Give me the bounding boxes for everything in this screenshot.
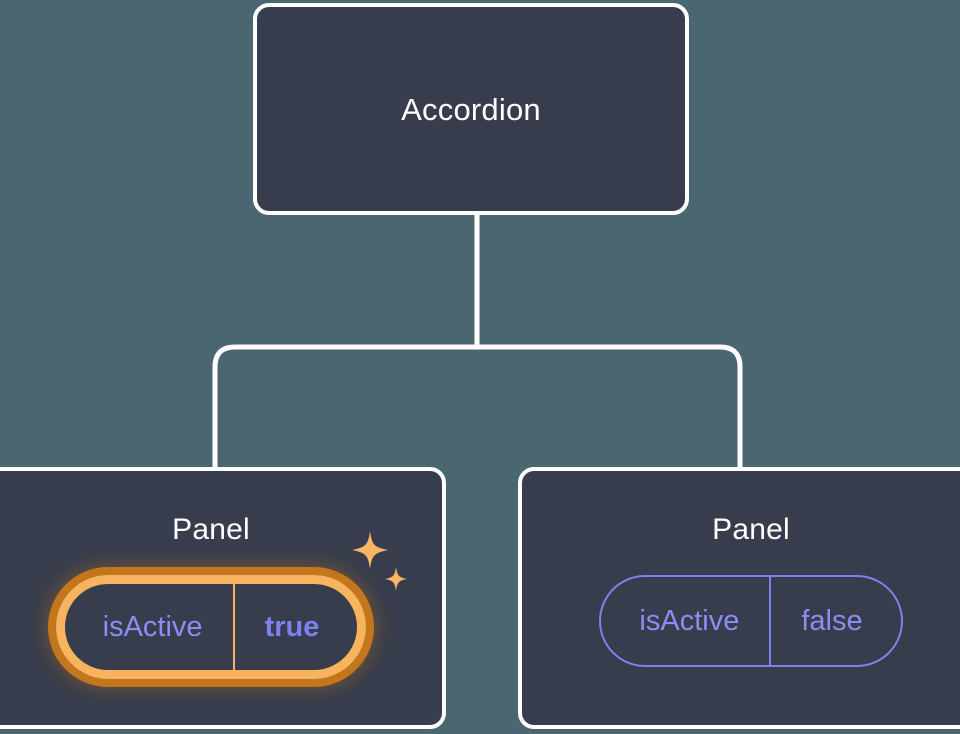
sparkles-icon: [352, 531, 408, 591]
node-accordion[interactable]: Accordion: [253, 3, 689, 215]
prop-key: isActive: [102, 610, 203, 643]
prop-pill-highlighted[interactable]: isActive true: [55, 531, 408, 679]
prop-value: true: [232, 584, 358, 670]
node-title: Panel: [172, 513, 250, 546]
node-panel-active[interactable]: Panel isActive true: [0, 467, 446, 729]
node-title: Panel: [712, 513, 790, 546]
node-panel-inactive[interactable]: Panel isActive false: [518, 467, 960, 729]
prop-pill[interactable]: isActive true: [55, 575, 367, 679]
prop-pill-plain[interactable]: isActive false: [599, 575, 903, 667]
prop-value: false: [769, 577, 900, 665]
prop-pill[interactable]: isActive false: [599, 575, 903, 667]
node-title: Accordion: [401, 91, 541, 127]
prop-key: isActive: [639, 604, 740, 637]
